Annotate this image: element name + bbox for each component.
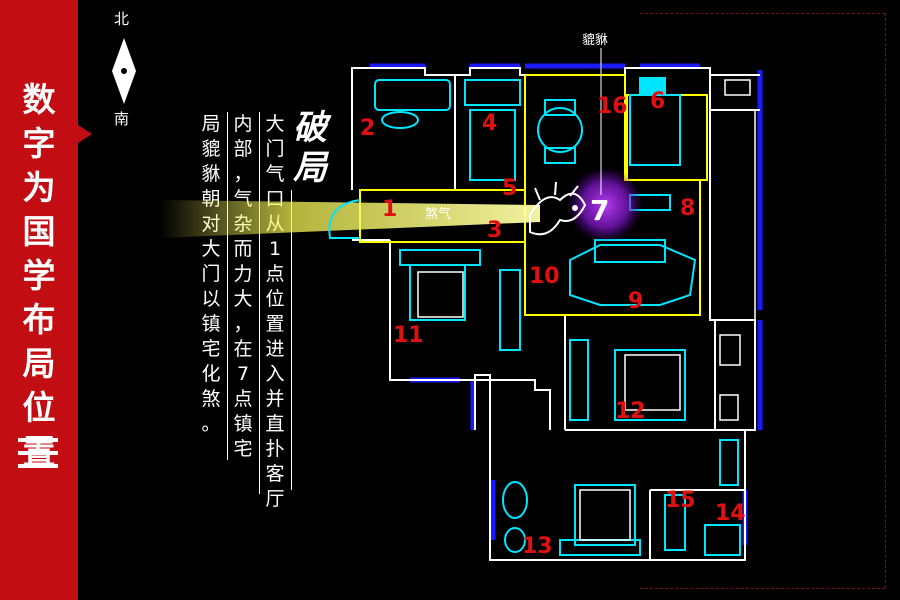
body-char: 。 [201,413,221,435]
walls [351,67,760,561]
body-char: 直 [265,413,285,435]
column-divider [227,112,228,460]
frame-border [640,13,885,14]
room-number-1: 1 [382,197,397,222]
body-char: 镇 [233,413,253,435]
compass-needle-icon [112,38,136,104]
heading-char: 局 [293,148,327,188]
body-char: 置 [265,313,285,335]
body-char: 门 [265,138,285,160]
body-char: 貔 [201,138,221,160]
heading-char: 破 [293,108,327,148]
body-char: 气 [265,163,285,185]
room-number-10: 10 [529,264,560,289]
room-number-15: 15 [665,488,696,513]
body-char: 扑 [265,438,285,460]
title-char: 为 [22,168,56,207]
entrance-door [328,199,361,239]
sha-qi-beam [160,200,540,238]
furniture [417,79,756,541]
body-char: 进 [265,338,285,360]
body-char: 门 [201,263,221,285]
frame-border [885,13,886,588]
body-char: 镇 [201,313,221,335]
body-char: 入 [265,363,285,385]
compass-south-label: 南 [114,110,130,128]
body-char: 以 [201,288,221,310]
body-char: 化 [201,363,221,385]
room-number-13: 13 [522,534,553,559]
room-number-4: 4 [482,111,497,136]
body-char: 1 [268,238,282,260]
sha-qi-label: 煞气 [425,206,451,222]
fixtures [374,77,741,556]
room-number-2: 2 [360,116,375,141]
pixiu-icon [529,181,587,236]
sidebar-tab-pointer [78,125,92,143]
body-char: 并 [265,388,285,410]
menu-icon[interactable] [18,438,58,470]
body-char: 而 [233,238,253,260]
body-char: 煞 [201,388,221,410]
body-char: ， [233,163,253,185]
pixiu-callout-label: 貔貅 [582,33,608,48]
body-char: 部 [233,138,253,160]
sidebar: 数 字 为 国 学 布 局 位 置 [0,0,78,600]
body-char: 宅 [201,338,221,360]
title-char: 学 [22,256,56,295]
body-char: 大 [265,113,285,135]
body-char: 点 [233,388,253,410]
room-number-12: 12 [615,399,646,424]
column-divider [259,112,260,494]
title-char: 位 [22,388,56,427]
room-number-9: 9 [628,289,643,314]
body-char: 大 [233,288,253,310]
body-char: 宅 [233,438,253,460]
title-char: 局 [22,344,56,383]
room-number-7: 7 [590,194,609,227]
body-char: 在 [233,338,253,360]
body-char: 位 [265,288,285,310]
frame-border [640,588,885,589]
title-char: 布 [22,300,56,339]
body-char: 客 [265,463,285,485]
title-char: 数 [22,80,56,119]
room-number-11: 11 [393,323,424,348]
room-number-8: 8 [680,196,695,221]
room-number-3: 3 [487,218,502,243]
body-char: 厅 [265,488,285,510]
room-number-5: 5 [502,176,517,201]
pixiu-glow [567,167,643,243]
title-char: 字 [22,124,56,163]
heading: 破 局 [293,108,343,188]
title-char: 国 [22,212,56,251]
room-number-6: 6 [650,89,665,114]
body-char: 貅 [201,163,221,185]
room-number-14: 14 [715,501,746,526]
body-char: 7 [236,363,250,385]
room-numbers: 1 2 3 4 5 6 8 9 10 11 12 13 14 15 16 [360,89,746,559]
column-divider [291,190,292,490]
body-char: 力 [233,263,253,285]
body-column-1: 大 门 气 口 从 1 点 位 置 进 入 并 直 扑 客 厅 [262,112,288,512]
windows [370,63,763,545]
body-char: ， [233,313,253,335]
room-number-16: 16 [597,94,628,119]
body-char: 内 [233,113,253,135]
compass: 北 南 [104,8,144,128]
body-char: 大 [201,238,221,260]
body-char: 局 [201,113,221,135]
compass-north-label: 北 [114,10,130,28]
body-char: 点 [265,263,285,285]
